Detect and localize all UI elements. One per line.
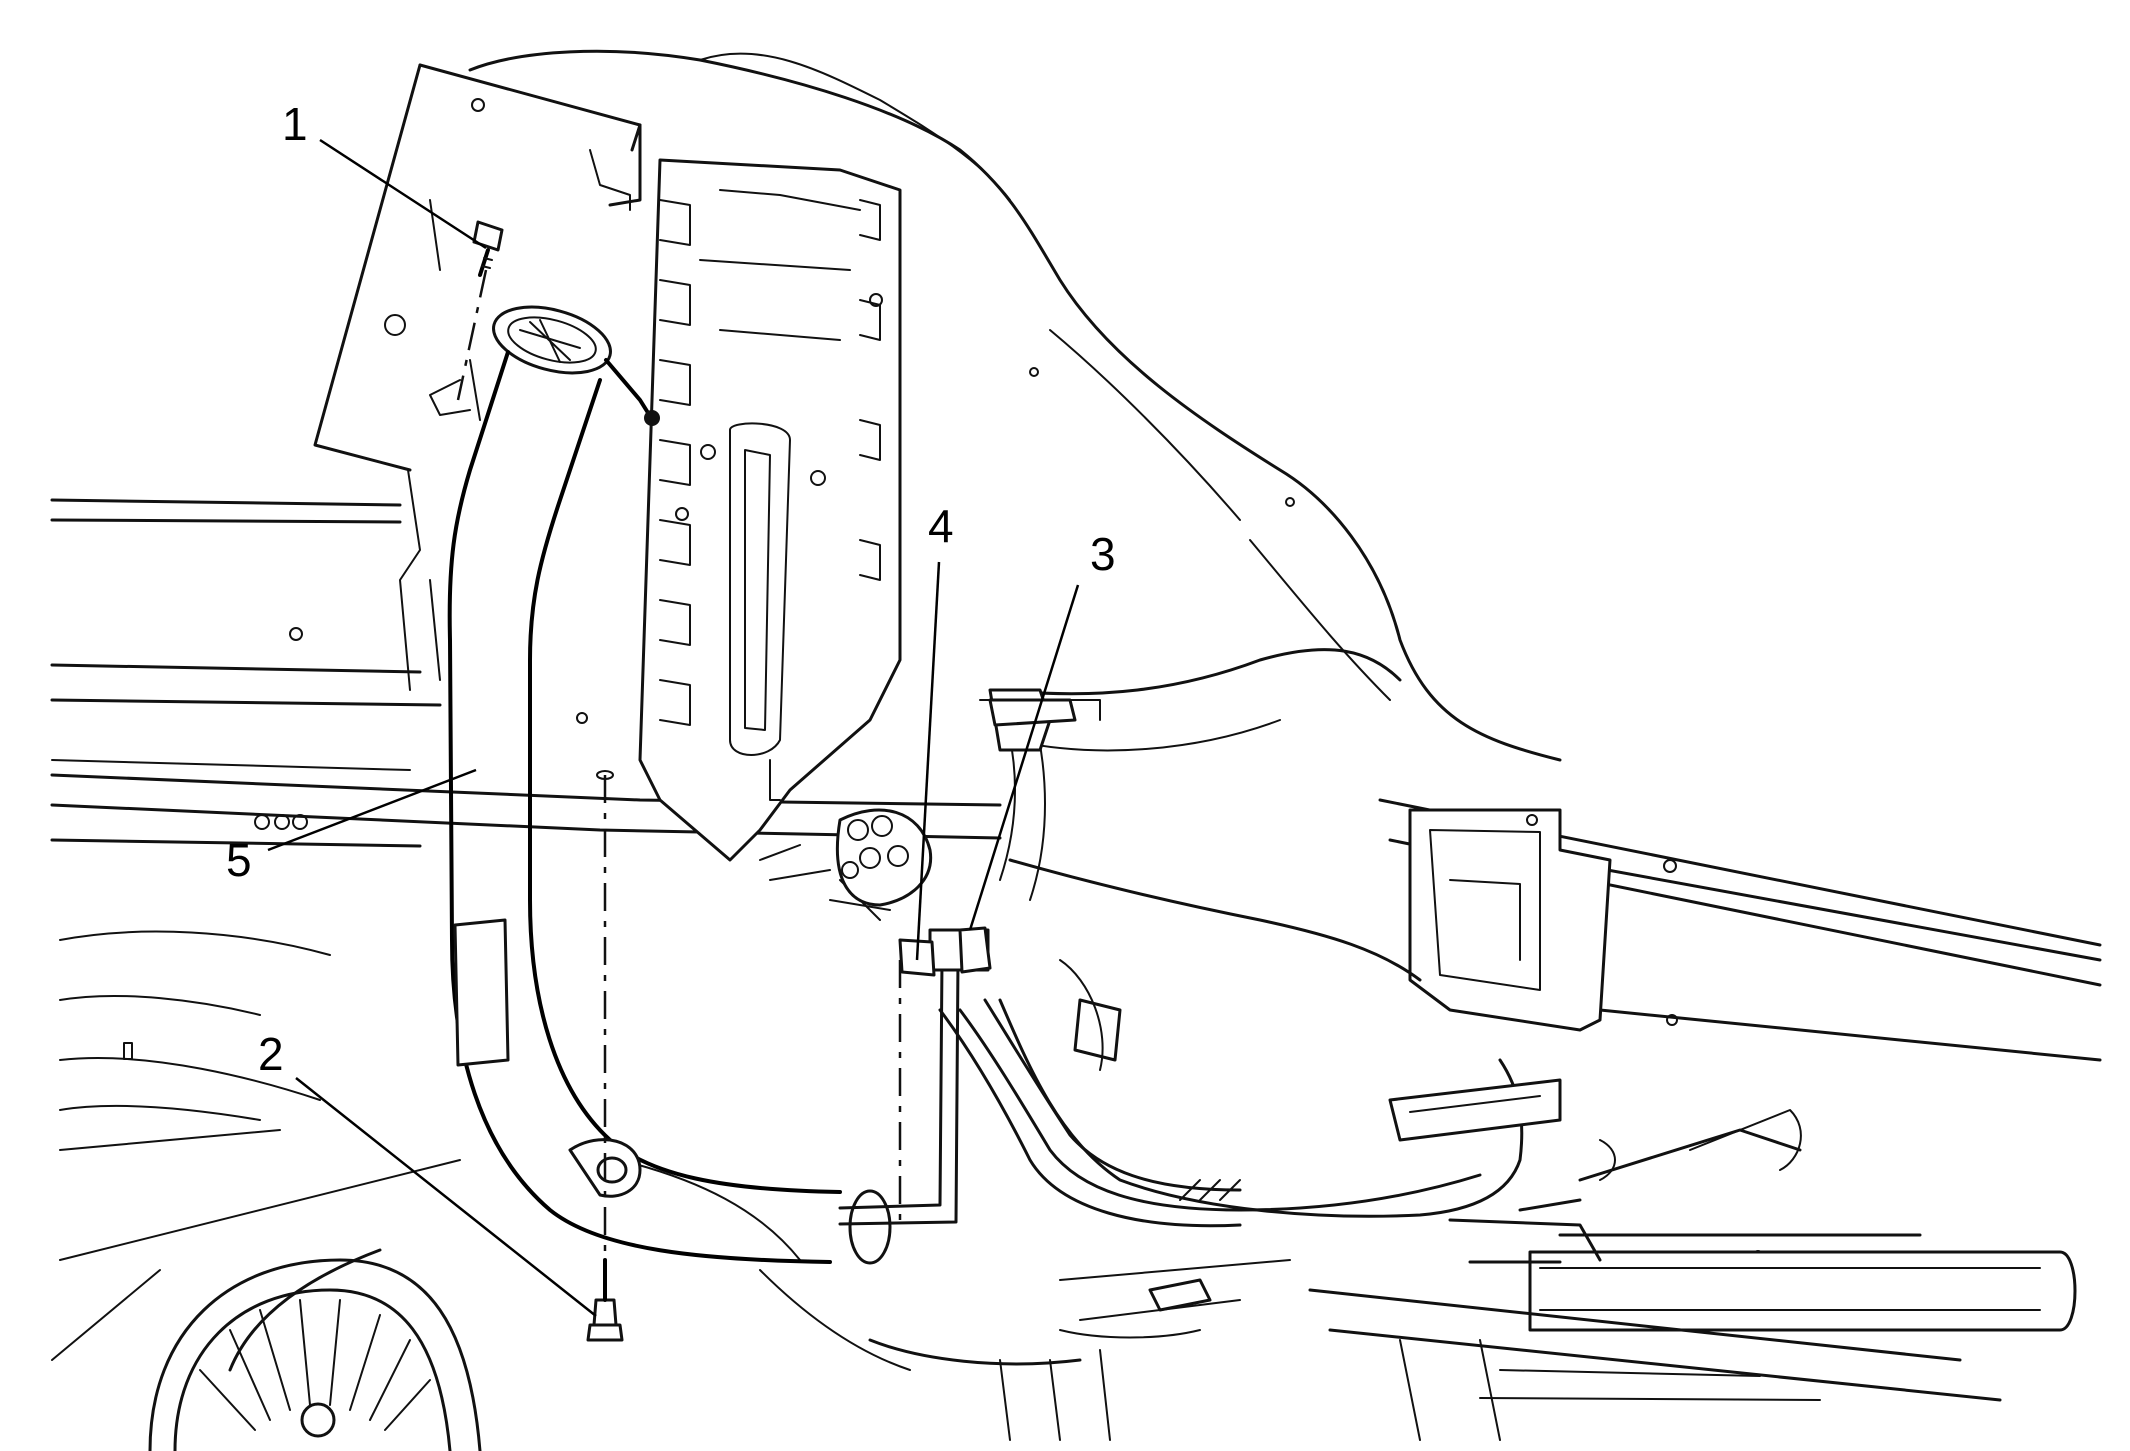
callout-5: 5 <box>226 834 252 886</box>
callout-1: 1 <box>282 98 308 150</box>
vehicle-underbody <box>50 49 2102 1451</box>
vent-hose <box>838 688 1482 1230</box>
fuel-filler-pipe <box>429 305 892 1265</box>
callout-4: 4 <box>928 500 954 552</box>
bolt-2 <box>586 1258 624 1342</box>
fuel-door-housing <box>313 63 642 691</box>
assembly-axis-lines <box>456 269 614 1320</box>
callout-3: 3 <box>1090 528 1116 580</box>
spare-wheel <box>199 1299 431 1438</box>
bolt-1 <box>472 220 504 277</box>
callout-labels: 1 2 3 4 5 <box>226 98 1116 1080</box>
hose-clamp <box>829 879 992 977</box>
leader-lines <box>267 138 1080 1317</box>
filler-pocket-bracket <box>759 698 1101 907</box>
wheelhouse-liner <box>638 158 902 862</box>
callout-2: 2 <box>258 1028 284 1080</box>
